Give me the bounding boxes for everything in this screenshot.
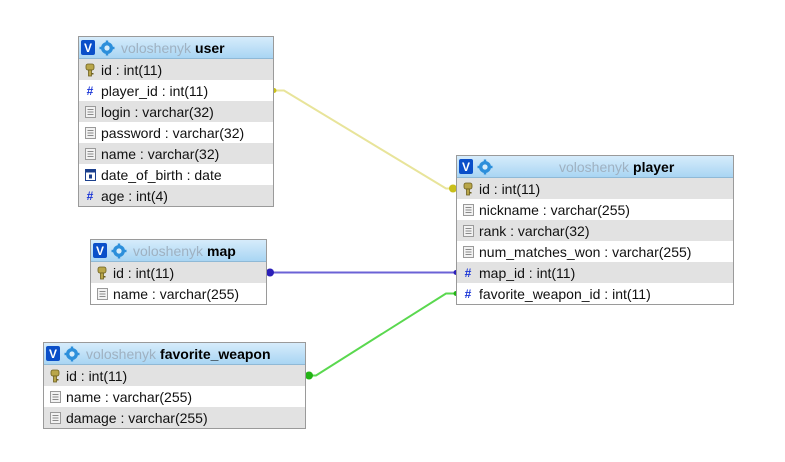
field-label: password : varchar(32) <box>101 124 245 141</box>
field-label: id : int(11) <box>66 367 128 384</box>
table-header[interactable]: V voloshenyk user <box>79 37 273 59</box>
database-name: voloshenyk <box>133 242 204 259</box>
hash-icon: # <box>86 188 94 203</box>
field-row[interactable]: num_matches_won : varchar(255) <box>457 241 733 262</box>
field-row[interactable]: # player_id : int(11) <box>79 80 273 101</box>
date-icon <box>84 168 96 182</box>
field-row[interactable]: # favorite_weapon_id : int(11) <box>457 283 733 304</box>
field-row[interactable]: password : varchar(32) <box>79 122 273 143</box>
field-row[interactable]: nickname : varchar(255) <box>457 199 733 220</box>
field-label: name : varchar(255) <box>66 388 193 405</box>
field-label: date_of_birth : date <box>101 166 222 183</box>
relation-line <box>306 292 456 377</box>
text-icon <box>49 411 61 425</box>
field-label: age : int(4) <box>101 187 168 204</box>
field-row[interactable]: name : varchar(32) <box>79 143 273 164</box>
table-name: favorite_weapon <box>160 345 271 362</box>
relation-end-dot <box>266 268 274 277</box>
text-icon <box>462 224 474 238</box>
text-icon <box>462 245 474 259</box>
table-name: player <box>633 158 675 175</box>
field-row[interactable]: name : varchar(255) <box>44 386 305 407</box>
table-favorite-weapon[interactable]: V voloshenyk favorite_weapon id : int(11… <box>43 342 306 429</box>
field-label: name : varchar(255) <box>113 285 240 302</box>
field-list: id : int(11) name : varchar(255) <box>91 262 266 304</box>
text-icon <box>462 203 474 217</box>
hash-icon: # <box>86 83 94 98</box>
table-map[interactable]: V voloshenyk map id : int(11) name : varc… <box>90 239 267 305</box>
field-list: id : int(11) # player_id : int(11) login : … <box>79 59 273 206</box>
field-row[interactable]: # map_id : int(11) <box>457 262 733 283</box>
table-user[interactable]: V voloshenyk user id : int(11) # player_id… <box>78 36 274 207</box>
table-player[interactable]: V voloshenyk player id : int(11) nickname… <box>456 155 734 305</box>
field-label: name : varchar(32) <box>101 145 220 162</box>
field-row[interactable]: date_of_birth : date <box>79 164 273 185</box>
table-header[interactable]: V voloshenyk player <box>457 156 733 178</box>
text-icon <box>49 390 61 404</box>
table-header[interactable]: V voloshenyk favorite_weapon <box>44 343 305 365</box>
field-row[interactable]: login : varchar(32) <box>79 101 273 122</box>
field-row[interactable]: rank : varchar(32) <box>457 220 733 241</box>
relation-line <box>274 89 456 190</box>
relation-end-dot <box>305 371 313 380</box>
key-icon <box>462 182 474 196</box>
view-icon[interactable]: V <box>81 40 95 55</box>
text-icon <box>96 287 108 301</box>
field-label: map_id : int(11) <box>479 264 576 281</box>
gear-icon[interactable] <box>477 159 493 175</box>
field-row[interactable]: id : int(11) <box>91 262 266 283</box>
gear-icon[interactable] <box>111 243 127 259</box>
field-label: id : int(11) <box>479 180 541 197</box>
field-label: id : int(11) <box>113 264 175 281</box>
relation-end-dot <box>449 184 457 193</box>
gear-icon[interactable] <box>99 40 115 56</box>
field-row[interactable]: id : int(11) <box>44 365 305 386</box>
field-label: id : int(11) <box>101 61 163 78</box>
hash-icon: # <box>464 286 472 301</box>
database-name: voloshenyk <box>86 345 157 362</box>
text-icon <box>84 105 96 119</box>
field-list: id : int(11) nickname : varchar(255) rank … <box>457 178 733 304</box>
field-row[interactable]: id : int(11) <box>457 178 733 199</box>
view-icon[interactable]: V <box>46 346 60 361</box>
field-row[interactable]: id : int(11) <box>79 59 273 80</box>
field-row[interactable]: damage : varchar(255) <box>44 407 305 428</box>
key-icon <box>49 369 61 383</box>
field-row[interactable]: name : varchar(255) <box>91 283 266 304</box>
database-name: voloshenyk <box>121 39 192 56</box>
text-icon <box>84 126 96 140</box>
field-label: nickname : varchar(255) <box>479 201 630 218</box>
view-icon[interactable]: V <box>459 159 473 174</box>
table-name: map <box>207 242 236 259</box>
field-label: rank : varchar(32) <box>479 222 590 239</box>
table-header[interactable]: V voloshenyk map <box>91 240 266 262</box>
field-list: id : int(11) name : varchar(255) damage : … <box>44 365 305 428</box>
field-row[interactable]: # age : int(4) <box>79 185 273 206</box>
text-icon <box>84 147 96 161</box>
database-name: voloshenyk <box>559 158 630 175</box>
gear-icon[interactable] <box>64 346 80 362</box>
key-icon <box>84 63 96 77</box>
field-label: player_id : int(11) <box>101 82 209 99</box>
field-label: favorite_weapon_id : int(11) <box>479 285 651 302</box>
hash-icon: # <box>464 265 472 280</box>
key-icon <box>96 266 108 280</box>
table-name: user <box>195 39 225 56</box>
field-label: num_matches_won : varchar(255) <box>479 243 692 260</box>
field-label: login : varchar(32) <box>101 103 214 120</box>
field-label: damage : varchar(255) <box>66 409 208 426</box>
view-icon[interactable]: V <box>93 243 107 258</box>
